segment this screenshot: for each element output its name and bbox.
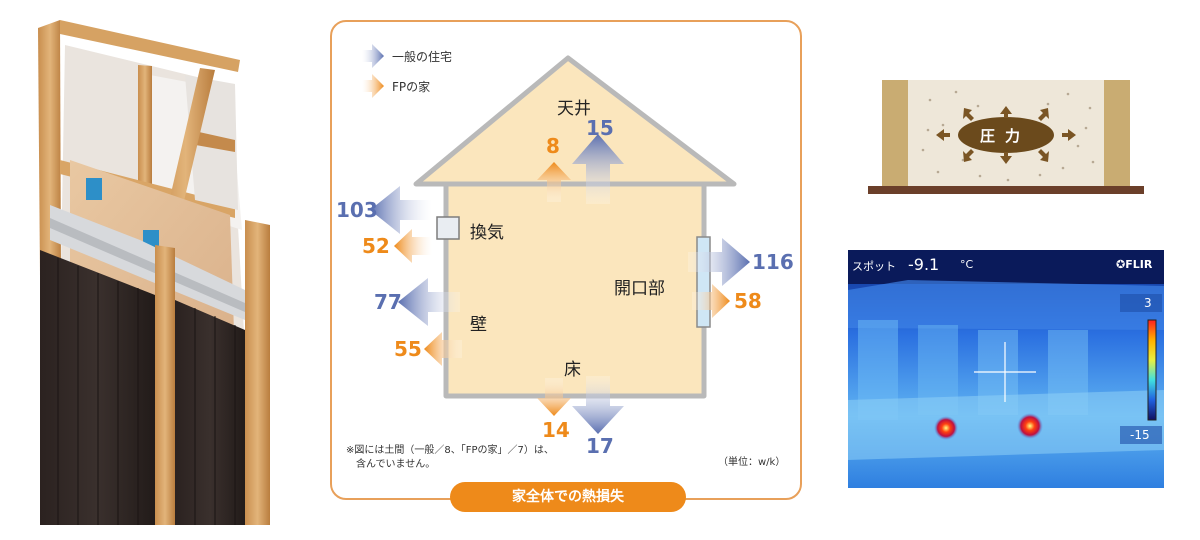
pressure-label: 圧力 <box>980 127 1031 145</box>
floor-arrow-fp <box>537 378 571 416</box>
ceiling-fp-value: 8 <box>546 134 560 158</box>
openings-arrow-general <box>688 238 750 286</box>
legend-fp-label: FPの家 <box>392 80 431 94</box>
legend-general-label: 一般の住宅 <box>392 50 453 64</box>
floor-fp-value: 14 <box>542 418 570 442</box>
openings-arrow-fp <box>692 284 730 318</box>
wall-general-value: 77 <box>374 290 402 314</box>
ventilation-arrow-fp <box>394 229 432 263</box>
unit-label: （単位：w/k） <box>718 457 786 468</box>
pressure-diagram: 圧力 <box>868 80 1144 198</box>
heat-loss-diagram-panel: 一般の住宅 FPの家 天井 換気 壁 開口部 床 8 15 103 52 77 … <box>330 20 802 512</box>
wall-fp-value: 55 <box>394 337 422 361</box>
ceiling-arrow-general <box>572 134 624 204</box>
flir-logo-icon: ✪ <box>1116 258 1126 271</box>
floor-arrow-general <box>572 376 624 434</box>
house-shape <box>413 55 737 399</box>
wall-arrow-general <box>398 278 460 326</box>
temperature-scale <box>1147 319 1157 421</box>
floor-general-value: 17 <box>586 434 614 458</box>
scale-min-label: -15 <box>1130 428 1150 442</box>
ventilation-arrow-general <box>370 186 432 234</box>
brand-text: FLIR <box>1125 258 1153 271</box>
pressure-illustration <box>868 80 1144 194</box>
footnote-line2: 含んでいません。 <box>356 459 436 470</box>
openings-label: 開口部 <box>614 279 665 299</box>
diagram-title-pill: 家全体での熱損失 <box>450 482 686 512</box>
ceiling-general-value: 15 <box>586 116 614 140</box>
spot-value: -9.1 <box>908 255 940 274</box>
ventilation-fp-value: 52 <box>362 234 390 258</box>
window-icon <box>696 236 711 328</box>
ventilation-label: 換気 <box>470 223 504 243</box>
wall-label: 壁 <box>470 315 487 335</box>
wall-arrow-fp <box>424 332 462 366</box>
wall-construction-image <box>38 20 270 525</box>
ceiling-arrow-fp <box>537 162 571 202</box>
floor-label: 床 <box>564 360 581 380</box>
ventilation-general-value: 103 <box>336 198 378 222</box>
spot-unit: °C <box>960 258 974 271</box>
wall-construction-illustration <box>30 20 280 525</box>
scale-max-label: 3 <box>1144 296 1152 310</box>
crosshair-icon <box>974 342 1036 402</box>
brand-label: ✪FLIR <box>1116 258 1152 271</box>
thermal-camera-image: スポット -9.1 °C ✪FLIR 3 -15 <box>848 250 1164 488</box>
ventilation-icon <box>436 216 460 240</box>
legend-arrow-fp <box>362 74 384 98</box>
house-diagram <box>362 44 750 434</box>
legend-arrow-general <box>362 44 384 68</box>
footnote-line1: ※図には土間（一般／8、「FPの家」／7）は、 <box>346 445 554 456</box>
thermal-heatmap <box>848 250 1164 488</box>
pressure-center <box>958 117 1054 153</box>
openings-general-value: 116 <box>752 250 794 274</box>
ceiling-label: 天井 <box>557 99 591 119</box>
spot-label: スポット <box>852 260 896 273</box>
footnote: ※図には土間（一般／8、「FPの家」／7）は、 含んでいません。 <box>346 444 554 472</box>
openings-fp-value: 58 <box>734 289 762 313</box>
